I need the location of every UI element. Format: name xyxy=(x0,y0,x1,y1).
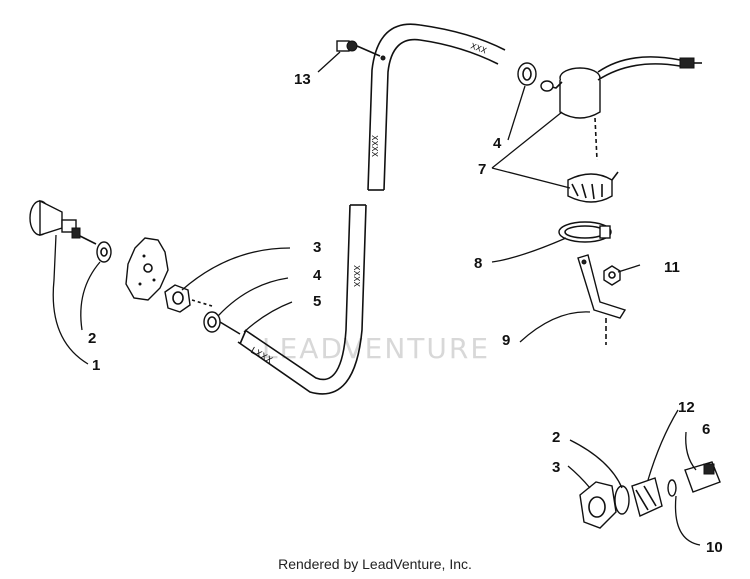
fuel-pump xyxy=(540,56,702,161)
gear-plate xyxy=(125,237,169,301)
callout-3-right: 3 xyxy=(552,459,560,476)
callout-6: 6 xyxy=(702,421,710,438)
callout-3-left: 3 xyxy=(313,239,321,256)
callout-7: 7 xyxy=(478,161,486,178)
valve-assembly xyxy=(579,461,721,529)
svg-text:XXXX: XXXX xyxy=(352,265,361,287)
callout-10: 10 xyxy=(706,539,723,556)
fuel-hose: LXXX XXXX XXXX XXX xyxy=(237,23,506,395)
callout-2-right: 2 xyxy=(552,429,560,446)
washer-2-left xyxy=(96,241,112,263)
callout-4-left: 4 xyxy=(313,267,322,284)
callout-5: 5 xyxy=(313,293,321,310)
clamp-4-left xyxy=(191,299,241,335)
callout-13: 13 xyxy=(294,71,311,88)
callout-1: 1 xyxy=(92,357,100,374)
callout-4-top: 4 xyxy=(493,135,502,152)
callout-2-left: 2 xyxy=(88,330,96,347)
callout-11: 11 xyxy=(664,259,680,276)
footer-credit: Rendered by LeadVenture, Inc. xyxy=(278,556,472,572)
fitting-13 xyxy=(336,40,386,61)
shutoff-knob-1 xyxy=(29,199,97,245)
watermark-text: LEADVENTURE xyxy=(262,332,490,365)
leader-lines xyxy=(52,51,701,546)
nut-3-left xyxy=(164,284,191,313)
callout-12: 12 xyxy=(678,399,695,416)
nut-11 xyxy=(603,265,621,286)
callout-8: 8 xyxy=(474,255,482,272)
pump-bracket xyxy=(567,171,619,203)
band-clamp xyxy=(558,221,612,243)
l-bracket xyxy=(577,254,627,345)
hose-clamp-top xyxy=(517,62,537,86)
svg-text:XXXX: XXXX xyxy=(370,135,379,157)
callout-9: 9 xyxy=(502,332,510,349)
callout-labels: 13 4 7 8 11 9 3 4 5 2 1 12 6 2 3 10 xyxy=(88,71,723,556)
